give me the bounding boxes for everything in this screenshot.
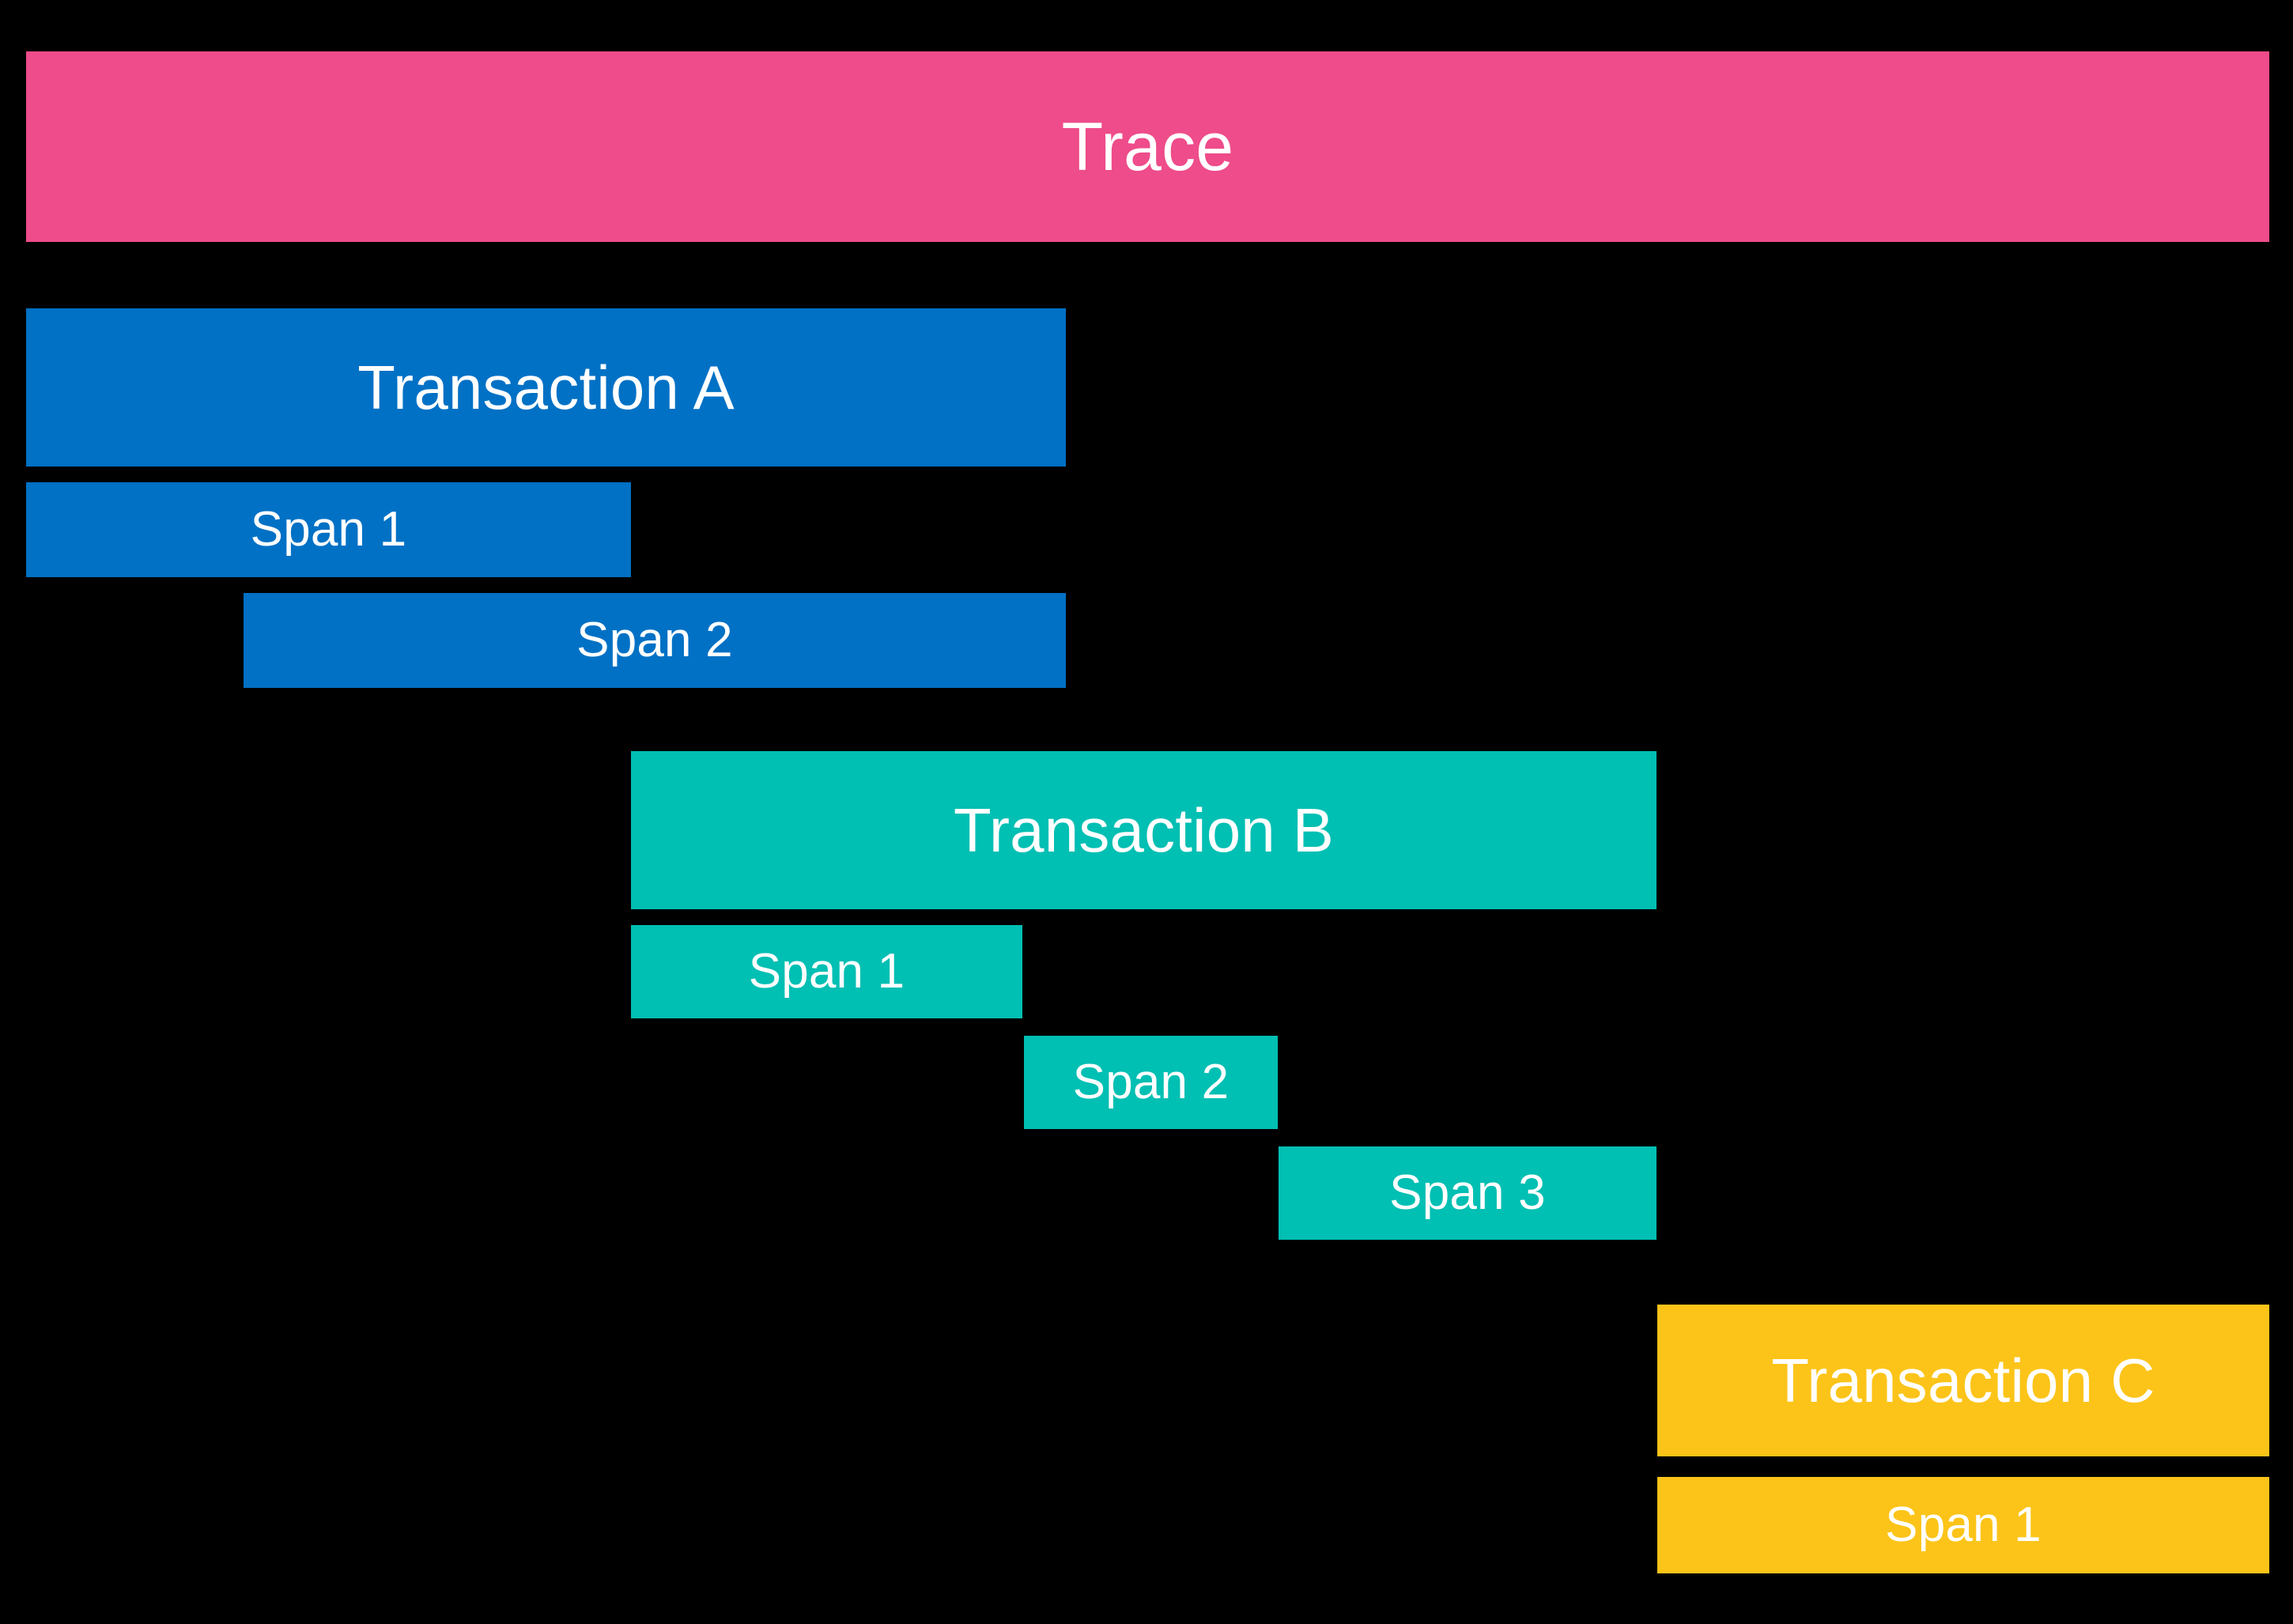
transaction-c-span-1-bar: Span 1 — [1657, 1477, 2269, 1573]
transaction-b-span-3-label: Span 3 — [1389, 1165, 1546, 1220]
transaction-a-bar: Transaction A — [26, 308, 1066, 466]
transaction-b-span-3-bar: Span 3 — [1279, 1146, 1656, 1240]
transaction-a-span-2-label: Span 2 — [576, 613, 733, 667]
transaction-b-bar: Transaction B — [631, 751, 1656, 909]
transaction-a-span-2-bar: Span 2 — [244, 593, 1066, 688]
transaction-c-bar: Transaction C — [1657, 1305, 2269, 1456]
transaction-b-span-1-label: Span 1 — [748, 944, 905, 999]
transaction-b-label: Transaction B — [954, 795, 1334, 865]
transaction-a-span-1-label: Span 1 — [250, 502, 407, 557]
transaction-a-span-1-bar: Span 1 — [26, 482, 631, 577]
transaction-b-span-2-label: Span 2 — [1072, 1055, 1230, 1109]
transaction-b-span-2-bar: Span 2 — [1024, 1036, 1278, 1129]
transaction-b-span-1-bar: Span 1 — [631, 925, 1022, 1018]
transaction-a-label: Transaction A — [357, 353, 735, 422]
transaction-c-span-1-label: Span 1 — [1885, 1497, 2042, 1552]
trace-label: Trace — [1061, 108, 1234, 185]
transaction-c-label: Transaction C — [1771, 1346, 2155, 1415]
trace-bar: Trace — [26, 51, 2269, 242]
